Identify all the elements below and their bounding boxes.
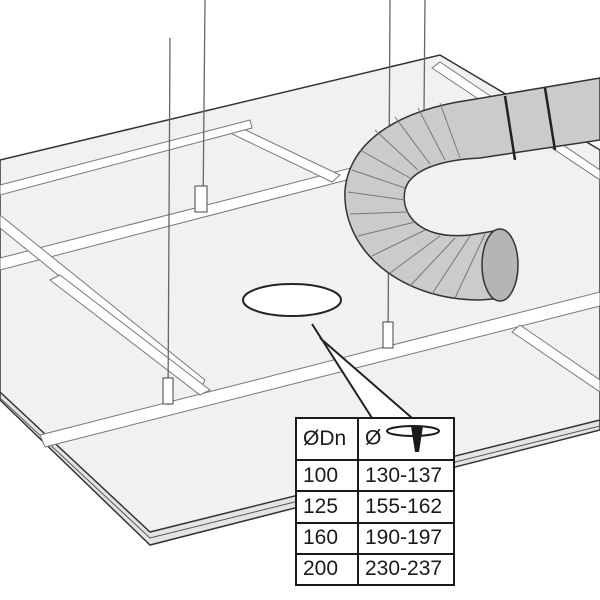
header-cutout-diameter: Ø	[357, 416, 455, 462]
cell-cutout: 130-137	[357, 459, 455, 493]
header-nominal-diameter: ØDn	[295, 416, 359, 462]
cell-dn: 125	[295, 490, 359, 524]
cell-cutout: 190-197	[357, 521, 455, 555]
ceiling-cutout-hole	[242, 283, 342, 317]
flexible-duct	[344, 77, 600, 302]
cell-dn: 100	[295, 459, 359, 493]
header-cutout-label: Ø	[365, 426, 382, 450]
saw-cutout-icon	[386, 425, 441, 453]
cell-cutout: 230-237	[357, 552, 455, 587]
cell-dn: 160	[295, 521, 359, 555]
table-header-row: ØDn Ø	[295, 416, 455, 462]
hanger-clips	[162, 185, 394, 405]
cell-cutout: 155-162	[357, 490, 455, 524]
cell-dn: 200	[295, 552, 359, 587]
